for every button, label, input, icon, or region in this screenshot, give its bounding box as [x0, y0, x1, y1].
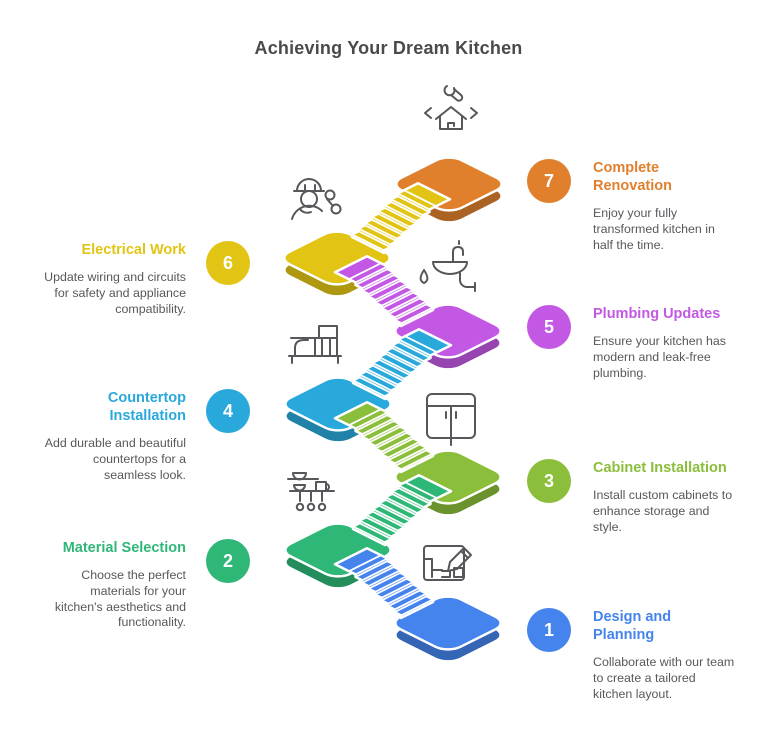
step-2-number-badge: 2: [206, 539, 250, 583]
step-1-description: Collaborate with our team to create a ta…: [593, 655, 735, 701]
step-3-number-badge: 3: [527, 459, 571, 503]
step-4-description: Add durable and beautiful countertops fo…: [44, 436, 186, 482]
staircase-flight-1: [333, 546, 435, 620]
electrician-icon: [291, 178, 342, 220]
step-5-number-badge: 5: [527, 305, 571, 349]
step-7-title: Complete Renovation: [593, 160, 672, 194]
step-5-description: Ensure your kitchen has modern and leak-…: [593, 334, 726, 380]
step-7-number-badge: 7: [527, 159, 571, 203]
step-4-number-badge: 4: [206, 389, 250, 433]
step-3-description: Install custom cabinets to enhance stora…: [593, 488, 733, 534]
step-4-title: Countertop Installation: [107, 390, 186, 424]
step-3-title: Cabinet Installation: [593, 460, 727, 476]
step-2-description: Choose the perfect materials for your ki…: [54, 568, 186, 630]
cabinet-icon: [426, 393, 476, 446]
kitchen-shelves-icon: [287, 472, 335, 512]
step-1-title: Design and Planning: [593, 609, 672, 643]
countertop-icon: [288, 325, 342, 364]
step-6-description: Update wiring and circuits for safety an…: [44, 270, 186, 316]
step-6-number-badge: 6: [206, 241, 250, 285]
staircase-flight-3: [333, 400, 435, 474]
sink-icon: [419, 240, 476, 292]
step-1-number-badge: 1: [527, 608, 571, 652]
step-5-title: Plumbing Updates: [593, 306, 721, 322]
staircase-flight-6: [350, 181, 452, 255]
step-2-title: Material Selection: [62, 540, 186, 556]
step-6-title: Electrical Work: [81, 242, 186, 258]
platform-step-1: [388, 593, 508, 665]
page-title: Achieving Your Dream Kitchen: [254, 38, 523, 58]
step-7-description: Enjoy your fully transformed kitchen in …: [593, 206, 715, 252]
house-renovation-icon: [424, 85, 478, 130]
floor-plan-pencil-icon: [423, 545, 472, 581]
staircase-flight-4: [351, 327, 453, 401]
staircase-flight-5: [333, 254, 435, 328]
staircase-flight-2: [351, 473, 453, 547]
